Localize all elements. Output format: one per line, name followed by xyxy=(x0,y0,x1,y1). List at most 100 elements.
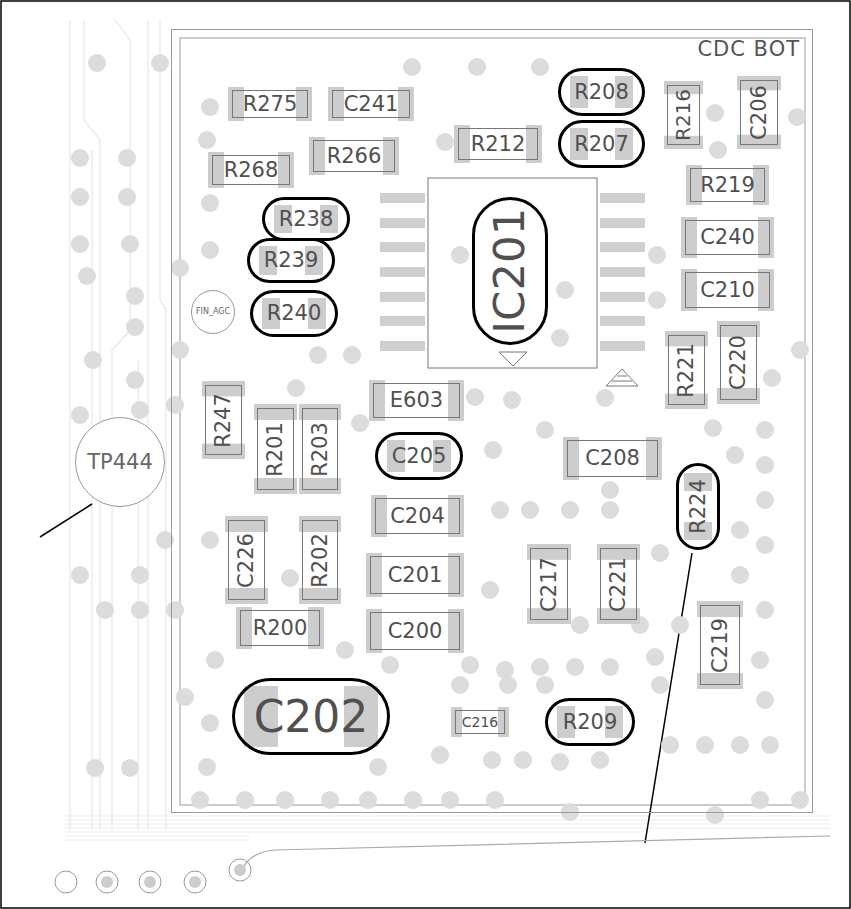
via xyxy=(706,104,724,122)
via xyxy=(726,446,744,464)
trace-lines xyxy=(70,20,166,830)
test-point: TP444 xyxy=(75,417,165,507)
reference-designator: FIN_AGC xyxy=(196,308,230,316)
via xyxy=(671,616,689,634)
via xyxy=(646,648,664,666)
via xyxy=(201,531,219,549)
pad xyxy=(254,404,297,420)
via xyxy=(791,791,809,809)
pad xyxy=(308,607,324,649)
component-footprint: C208 xyxy=(567,440,658,477)
via xyxy=(71,235,89,253)
reference-designator: R201 xyxy=(265,422,286,477)
component-footprint: R266 xyxy=(313,140,395,172)
highlighted-component: C202 xyxy=(232,678,390,755)
via xyxy=(276,791,294,809)
via xyxy=(201,714,219,732)
pad xyxy=(697,601,743,617)
reference-designator: C208 xyxy=(585,448,640,469)
reference-designator: C206 xyxy=(749,85,770,140)
via xyxy=(531,58,549,76)
via xyxy=(706,806,724,824)
via xyxy=(514,751,532,769)
pad xyxy=(681,217,697,258)
via xyxy=(431,746,449,764)
component-footprint: C221 xyxy=(600,548,637,620)
component-footprint: C217 xyxy=(530,548,568,620)
reference-designator: IC201 xyxy=(488,208,531,334)
via xyxy=(336,641,354,659)
via xyxy=(601,658,619,676)
reference-designator: C221 xyxy=(608,557,629,612)
board-edge xyxy=(242,836,830,870)
via xyxy=(441,791,459,809)
via xyxy=(503,391,521,409)
reference-designator: C220 xyxy=(728,335,749,390)
component-footprint: R268 xyxy=(212,155,290,185)
highlighted-component: R207 xyxy=(558,120,645,168)
via xyxy=(491,501,509,519)
via xyxy=(661,736,679,754)
via xyxy=(78,267,96,285)
via xyxy=(86,759,104,777)
edge-pads xyxy=(55,859,251,893)
reference-designator: C226 xyxy=(236,533,257,588)
pad xyxy=(366,553,382,597)
component-footprint: R201 xyxy=(257,408,294,490)
component-footprint: C216 xyxy=(455,710,505,734)
via xyxy=(131,401,149,419)
via xyxy=(71,566,89,584)
via xyxy=(359,791,377,809)
via-holes xyxy=(71,54,809,824)
component-footprint: C240 xyxy=(685,220,770,255)
via xyxy=(756,456,774,474)
highlighted-component: IC201 xyxy=(472,197,548,345)
reference-designator: R209 xyxy=(563,712,618,733)
component-footprint: C206 xyxy=(740,80,778,145)
pad xyxy=(278,152,294,188)
via xyxy=(84,351,102,369)
via xyxy=(484,441,502,459)
component-footprint: C226 xyxy=(228,520,265,600)
pad xyxy=(383,137,399,175)
highlighted-component: R240 xyxy=(250,290,338,337)
reference-designator: R268 xyxy=(224,160,279,181)
via xyxy=(309,346,327,364)
reference-designator: R202 xyxy=(310,533,331,588)
pad-group xyxy=(202,76,781,747)
via xyxy=(206,651,224,669)
via xyxy=(436,133,454,151)
via xyxy=(118,149,136,167)
pad xyxy=(758,217,774,258)
component-footprint: R200 xyxy=(240,610,320,646)
reference-designator: C202 xyxy=(254,695,369,739)
via xyxy=(201,194,219,212)
pad xyxy=(299,516,341,532)
via xyxy=(591,751,609,769)
pad xyxy=(498,707,509,737)
via xyxy=(71,406,89,424)
reference-designator: C219 xyxy=(710,618,731,673)
reference-designator: R219 xyxy=(700,175,755,196)
via xyxy=(791,341,809,359)
pad xyxy=(448,380,464,421)
via xyxy=(601,481,619,499)
via xyxy=(651,544,669,562)
component-footprint: R221 xyxy=(668,335,705,405)
via xyxy=(566,658,584,676)
pad xyxy=(563,437,579,480)
via xyxy=(451,676,469,694)
via xyxy=(156,531,174,549)
reference-designator: R275 xyxy=(243,94,298,115)
pad xyxy=(366,609,382,653)
via xyxy=(648,246,666,264)
via xyxy=(466,388,484,406)
via xyxy=(756,536,774,554)
component-footprint: C200 xyxy=(370,612,460,650)
via xyxy=(171,341,189,359)
via xyxy=(561,803,579,821)
pad xyxy=(309,137,325,175)
via xyxy=(451,246,469,264)
reference-designator: R247 xyxy=(213,393,234,448)
pad xyxy=(296,87,312,121)
